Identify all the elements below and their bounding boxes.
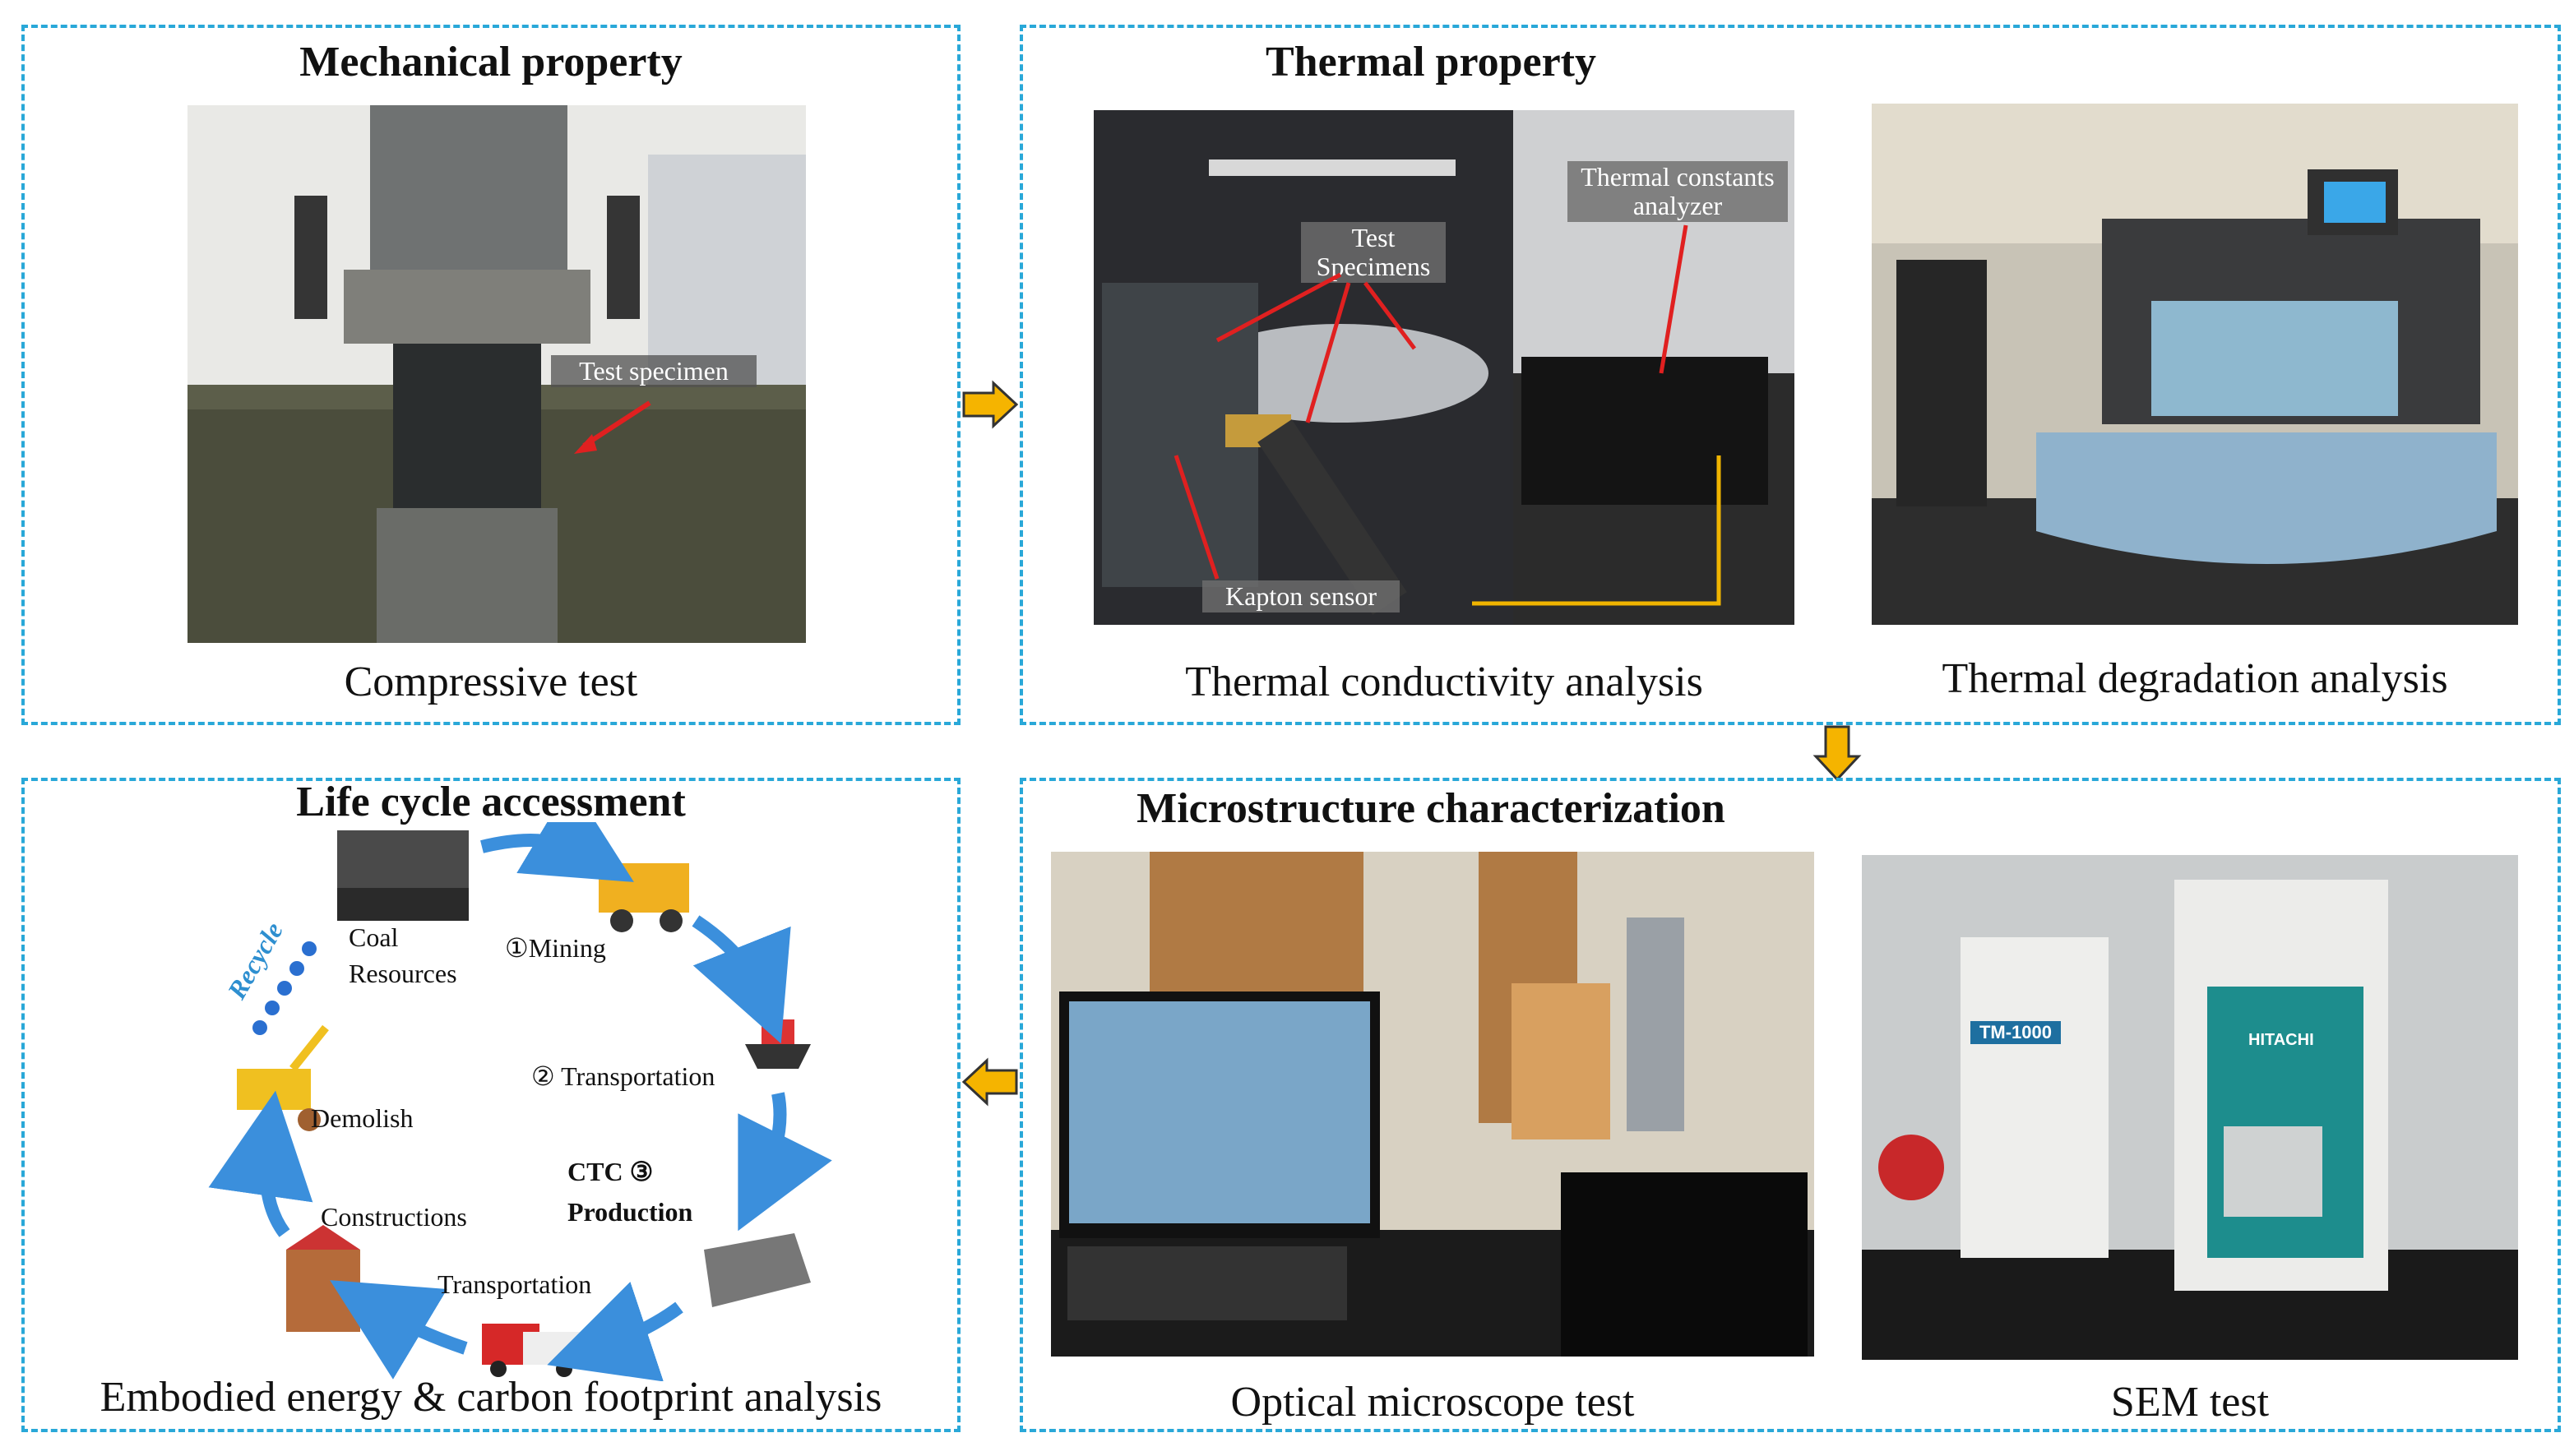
test-specimen-label: Test specimen [551, 355, 757, 388]
thermal-degradation-photo [1872, 104, 2518, 625]
sem-photo [1862, 855, 2518, 1360]
tm1000-label: TM-1000 [1970, 1021, 2061, 1045]
hitachi-label: HITACHI [2248, 1031, 2314, 1049]
thermal-analyzer-label: Thermal constants analyzer [1567, 161, 1788, 223]
lca-title: Life cycle accessment [296, 779, 686, 825]
lca-production-label: Production [567, 1197, 693, 1227]
microstructure-panel [1020, 778, 2561, 1432]
lca-cycle-diagram [208, 822, 832, 1381]
lca-mining-label: ①Mining [505, 933, 606, 963]
lca-ctc-label: CTC ③ [567, 1157, 654, 1186]
red-arrows-thermal [1174, 224, 1688, 580]
lca-panel [21, 778, 961, 1432]
sem-caption: SEM test [2110, 1379, 2270, 1426]
thermal-conductivity-caption: Thermal conductivity analysis [1185, 659, 1703, 705]
kapton-sensor-label: Kapton sensor [1202, 580, 1400, 613]
optical-microscope-caption: Optical microscope test [1230, 1379, 1635, 1426]
optical-microscope-photo [1051, 852, 1814, 1357]
compressive-test-caption: Compressive test [344, 659, 638, 705]
mechanical-panel [21, 25, 961, 725]
lca-resources-label: Resources [349, 959, 457, 988]
microstructure-title: Microstructure characterization [1137, 785, 1725, 832]
flow-arrow-right-icon [962, 380, 1019, 429]
lca-transport2-label: Transportation [437, 1269, 592, 1299]
lca-coal-label: Coal [349, 922, 399, 952]
red-arrow-specimen [574, 400, 651, 454]
lca-demolish-label: Demolish [311, 1103, 414, 1133]
thermal-degradation-caption: Thermal degradation analysis [1942, 655, 2448, 702]
flow-arrow-left-icon [961, 1057, 1018, 1107]
lca-caption: Embodied energy & carbon footprint analy… [100, 1374, 882, 1421]
thermal-panel [1020, 25, 2561, 725]
lca-constructions-label: Constructions [321, 1202, 467, 1232]
compressive-test-photo [187, 105, 806, 643]
flow-arrow-down-icon [1812, 725, 1862, 782]
mechanical-title: Mechanical property [299, 39, 683, 86]
lca-transport1-label: ② Transportation [531, 1061, 715, 1091]
thermal-title: Thermal property [1266, 39, 1596, 86]
